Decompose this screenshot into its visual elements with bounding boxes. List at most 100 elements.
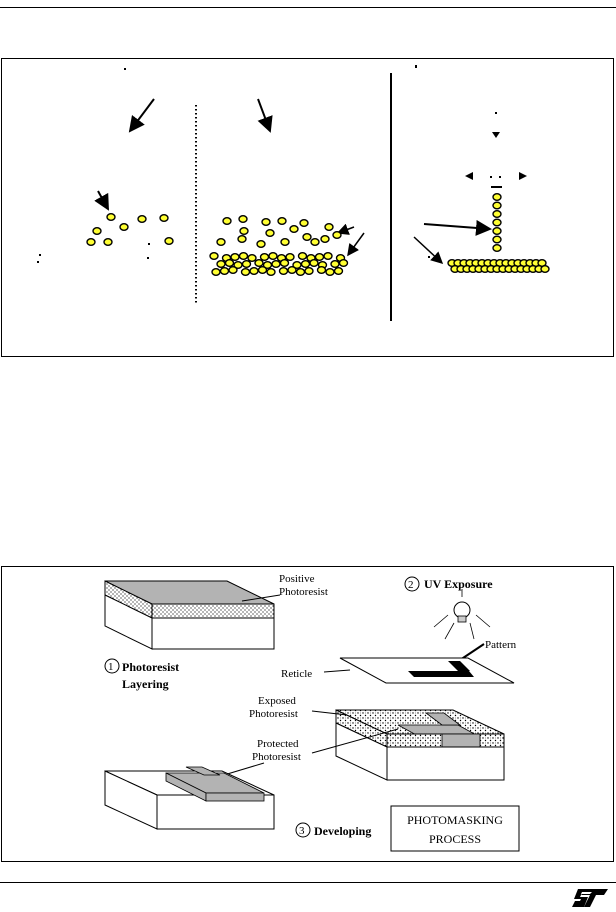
particle — [309, 258, 319, 267]
arrow — [94, 190, 109, 211]
particle — [241, 259, 252, 268]
leader-line — [323, 669, 351, 673]
particle — [268, 251, 278, 260]
particle — [137, 214, 147, 223]
title-line-1: PHOTOMASKING — [407, 813, 503, 827]
particle — [119, 222, 129, 231]
particle — [259, 252, 270, 261]
particle — [279, 258, 290, 267]
reticle-pattern — [448, 661, 470, 671]
title-box — [390, 805, 520, 852]
stray-mark — [499, 176, 501, 178]
particle — [249, 266, 259, 275]
stray-mark — [147, 257, 149, 259]
arrow — [336, 223, 355, 235]
particle — [240, 267, 251, 276]
particle — [492, 226, 502, 235]
particle — [287, 265, 297, 274]
particle — [492, 192, 502, 201]
step1-number: 1 — [108, 661, 114, 673]
stray-mark — [428, 256, 430, 258]
deposition-figure — [1, 58, 614, 357]
footer-rule — [0, 882, 616, 883]
particle — [256, 239, 266, 248]
stray-mark — [495, 112, 497, 114]
photomasking-figure: Positive Photoresist 2 UV Exposure Patte… — [1, 566, 614, 862]
protected-label-1: Protected — [257, 738, 299, 750]
particle — [265, 228, 275, 237]
reticle-label: Reticle — [281, 668, 312, 680]
particle — [228, 265, 238, 274]
step2-wafer — [335, 709, 505, 781]
particle — [238, 251, 249, 260]
particle — [295, 267, 306, 276]
particle — [278, 266, 289, 275]
photomasking-diagram: Positive Photoresist 2 UV Exposure Patte… — [104, 573, 520, 852]
deposition-diagram — [37, 65, 550, 321]
arrow — [128, 98, 155, 133]
particle-group — [86, 192, 550, 276]
particle — [320, 234, 330, 243]
particle — [324, 222, 334, 231]
arrow-left-icon — [465, 172, 473, 180]
particle — [289, 224, 299, 233]
arrow — [347, 232, 365, 257]
positive-photoresist-label-1: Positive — [279, 573, 315, 585]
particle — [492, 201, 502, 210]
exposed-label-1: Exposed — [258, 695, 296, 707]
particle — [332, 230, 342, 239]
particle — [314, 252, 325, 261]
particle — [266, 267, 276, 276]
particle — [280, 237, 290, 246]
light-bulb-icon — [433, 589, 491, 640]
step3-circle — [295, 822, 311, 838]
particle — [216, 259, 226, 268]
particle — [106, 212, 116, 221]
particle — [492, 235, 502, 244]
step2-number: 2 — [408, 579, 414, 591]
particle — [209, 251, 219, 260]
particle — [239, 226, 249, 235]
step2-label: UV Exposure — [424, 577, 493, 591]
particle — [164, 236, 174, 245]
particle — [310, 237, 320, 246]
stray-mark — [39, 254, 41, 256]
particle — [86, 237, 96, 246]
particle — [492, 218, 502, 227]
step3-number: 3 — [299, 825, 305, 837]
stray-mark — [415, 65, 417, 68]
positive-photoresist-label-2: Photoresist — [279, 586, 328, 598]
particle — [304, 266, 314, 275]
particle — [238, 214, 248, 223]
reticle-pattern — [408, 671, 474, 677]
particle — [92, 226, 102, 235]
arrow — [413, 236, 444, 265]
particle — [285, 252, 295, 261]
header-rule — [0, 7, 616, 8]
stray-mark — [148, 243, 150, 245]
arrow-down-icon — [492, 132, 500, 138]
particle — [325, 267, 335, 276]
protected-label-2: Photoresist — [252, 751, 301, 763]
particle — [247, 253, 257, 262]
particle — [230, 252, 240, 261]
particle — [159, 213, 169, 222]
particle — [261, 217, 271, 226]
particle — [540, 264, 550, 273]
particle — [302, 232, 312, 241]
st-logo-icon — [572, 889, 608, 907]
step1-label-1: Photoresist — [122, 660, 179, 674]
step1-wafer — [104, 580, 275, 650]
particle — [300, 259, 311, 268]
particle — [333, 266, 344, 275]
step1-label-2: Layering — [122, 677, 169, 691]
pattern-label: Pattern — [485, 639, 517, 651]
particle — [211, 267, 221, 276]
leader-line — [241, 594, 281, 602]
stray-mark — [124, 68, 126, 70]
particle — [222, 216, 232, 225]
step3-label: Developing — [314, 824, 371, 838]
particle — [338, 258, 349, 267]
particle — [492, 209, 502, 218]
step2-circle — [404, 576, 420, 592]
